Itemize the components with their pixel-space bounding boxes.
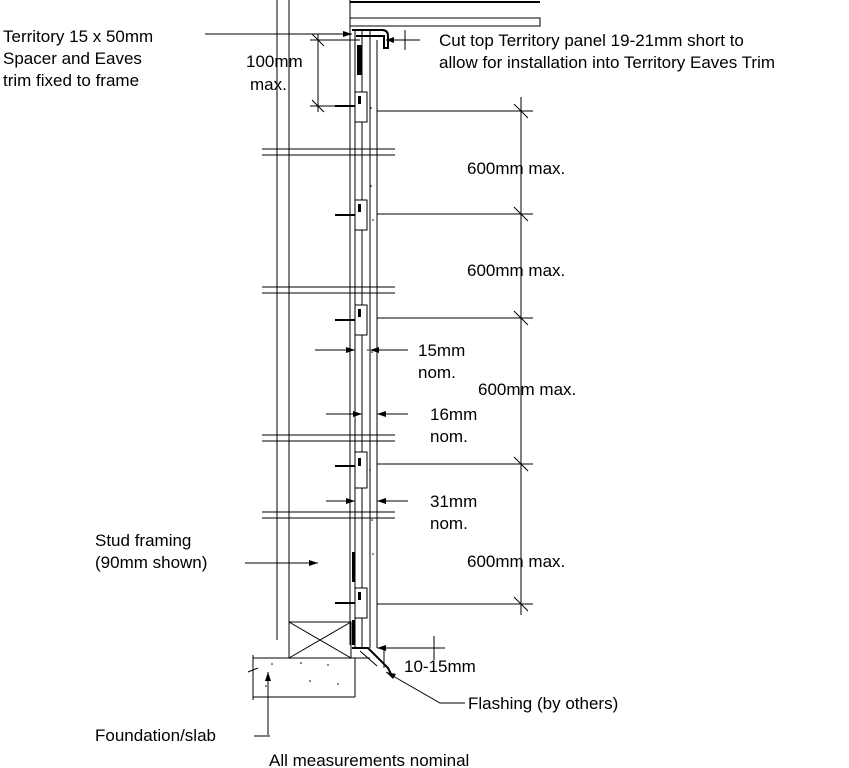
label-spacer-line2: Spacer and Eaves: [3, 49, 142, 68]
label-31mm-nom: nom.: [430, 514, 468, 533]
label-16mm: 16mm: [430, 405, 477, 424]
dim-100mm: [310, 33, 360, 113]
annotation-text: Territory 15 x 50mm Spacer and Eaves tri…: [3, 27, 775, 768]
dim-gap-10-15: [377, 636, 445, 668]
label-31mm: 31mm: [430, 492, 477, 511]
label-16mm-nom: nom.: [430, 427, 468, 446]
clip-2: [335, 199, 368, 231]
dim-16mm: [326, 411, 408, 417]
label-flashing: Flashing (by others): [468, 694, 618, 713]
label-gap: 10-15mm: [404, 657, 476, 676]
label-100mm-max: max.: [250, 75, 287, 94]
slab-speckles: [265, 662, 339, 687]
fixing-clips: [335, 91, 368, 645]
label-spacer-line1: Territory 15 x 50mm: [3, 27, 153, 46]
clip-5: [335, 587, 368, 619]
label-spacer-line3: trim fixed to frame: [3, 71, 139, 90]
label-cut-line1: Cut top Territory panel 19-21mm short to: [439, 31, 744, 50]
panel-speckles: [367, 107, 374, 555]
label-span-4: 600mm max.: [467, 552, 565, 571]
label-foundation: Foundation/slab: [95, 726, 216, 745]
foundation-slab: [247, 647, 393, 700]
label-cut-line2: allow for installation into Territory Ea…: [439, 53, 775, 72]
span-ticks: [513, 103, 529, 612]
nogging-4: [262, 511, 395, 519]
eaves-trim: [349, 1, 541, 75]
nogging-2: [262, 286, 395, 294]
label-15mm: 15mm: [418, 341, 465, 360]
label-span-1: 600mm max.: [467, 159, 565, 178]
bottom-plate: [288, 621, 352, 659]
nogging-1: [262, 148, 395, 156]
span-lines: [377, 97, 533, 615]
dim-31mm: [326, 498, 408, 504]
label-stud-line2: (90mm shown): [95, 553, 207, 572]
label-span-3: 600mm max.: [478, 380, 576, 399]
leaders: [205, 31, 465, 737]
label-100mm: 100mm: [246, 52, 303, 71]
clip-3: [335, 304, 368, 336]
label-footer: All measurements nominal: [269, 751, 469, 768]
cladding-panels: [354, 30, 378, 648]
dim-cut-gap: [386, 30, 420, 50]
label-stud-line1: Stud framing: [95, 531, 191, 550]
dim-15mm: [315, 347, 408, 353]
label-span-2: 600mm max.: [467, 261, 565, 280]
clip-4: [335, 451, 368, 489]
stud-framing: [262, 0, 395, 659]
clip-1: [335, 91, 368, 123]
label-15mm-nom: nom.: [418, 363, 456, 382]
nogging-3: [262, 434, 395, 442]
